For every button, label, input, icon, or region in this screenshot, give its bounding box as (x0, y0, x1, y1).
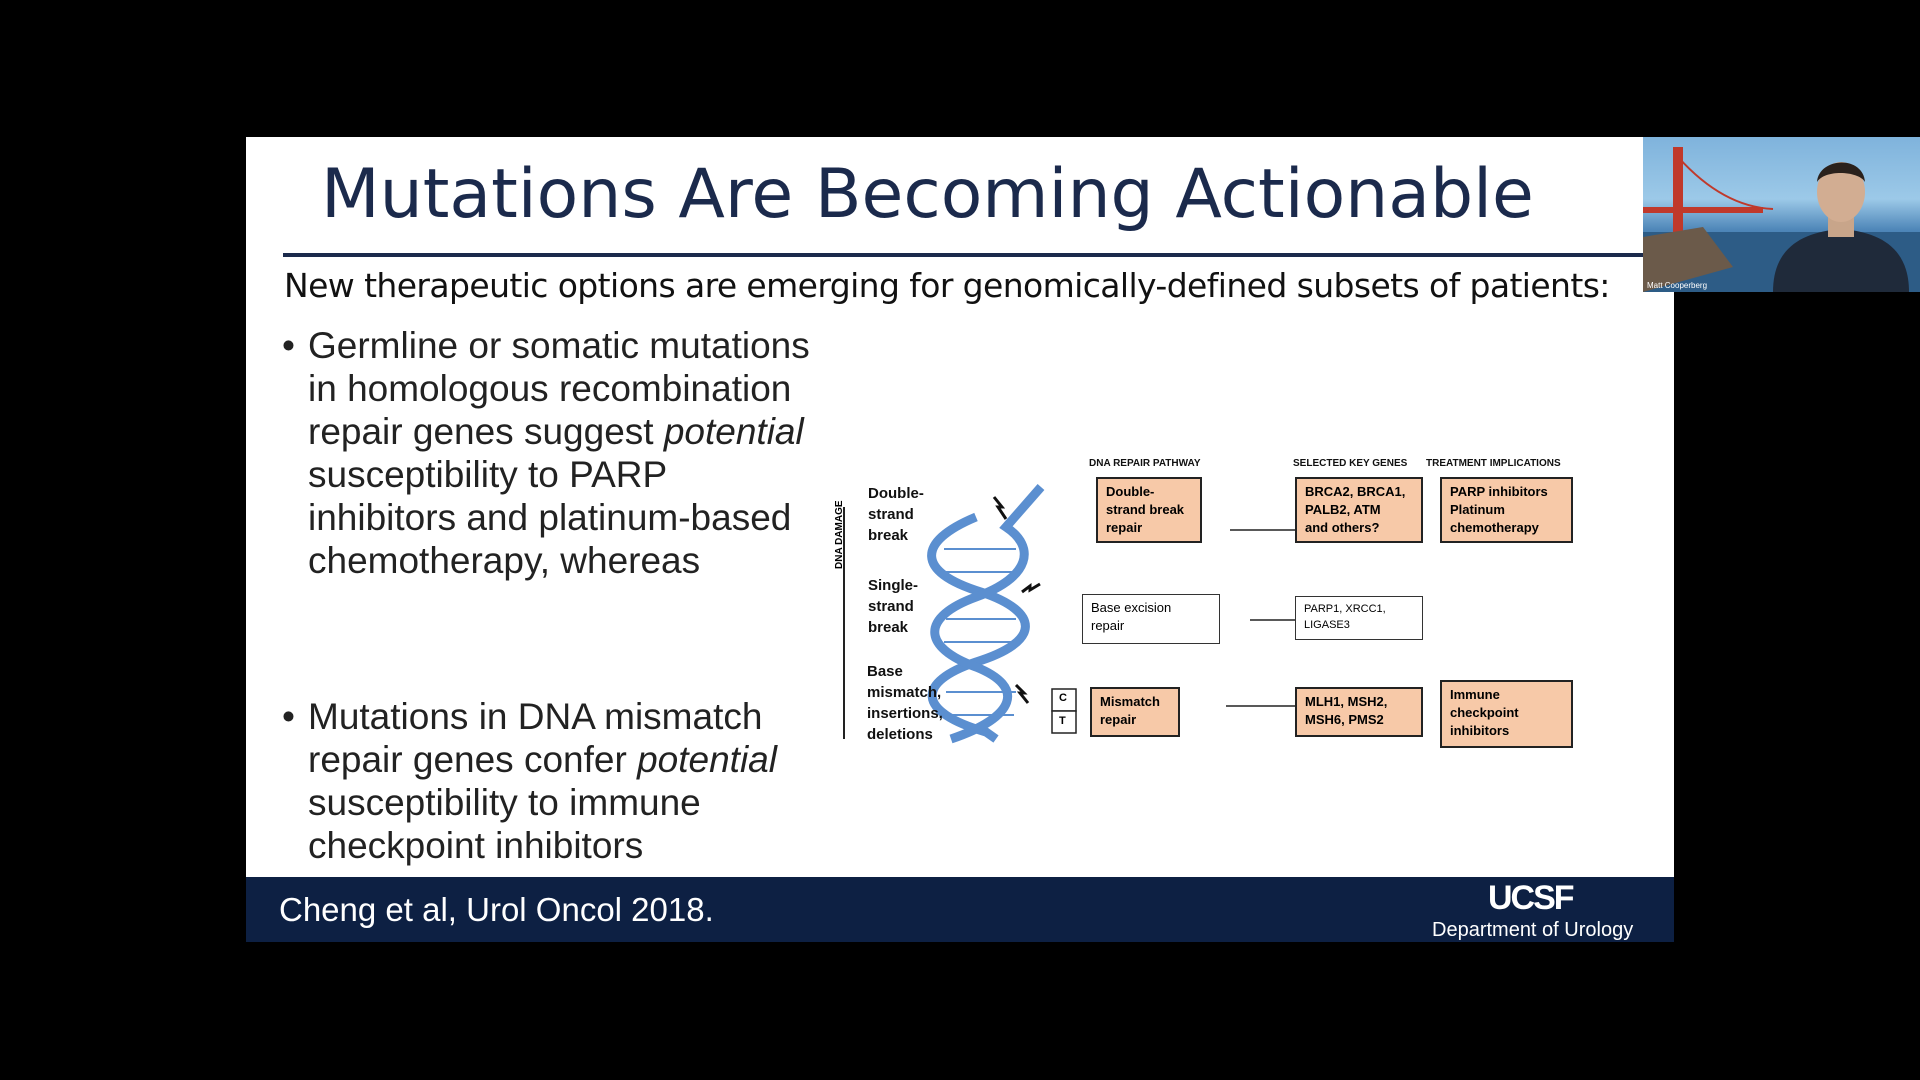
damage-base-mismatch: Base mismatch, insertions, deletions (867, 663, 943, 743)
bullet-text-1: Germline or somatic mutations in homolog… (308, 325, 810, 581)
pathway-mismatch: Mismatch repair (1090, 687, 1180, 737)
header-pathway: DNA REPAIR PATHWAY (1089, 458, 1201, 469)
base-c: C (1059, 692, 1067, 704)
slide: Mutations Are Becoming Actionable New th… (246, 137, 1674, 942)
break-mark-icon (992, 496, 1008, 520)
bullet-symbol: • (282, 696, 295, 737)
slide-footer (246, 877, 1674, 942)
treatment-immune: Immune checkpoint inhibitors (1440, 680, 1573, 748)
webcam-video (1643, 147, 1920, 292)
pathway-double-strand: Double- strand break repair (1096, 477, 1202, 543)
genes-single-strand: PARP1, XRCC1, LIGASE3 (1295, 596, 1423, 640)
slide-title: Mutations Are Becoming Actionable (321, 155, 1534, 234)
genes-double-strand: BRCA2, BRCA1, PALB2, ATM and others? (1295, 477, 1423, 543)
bullet-text-2: Mutations in DNA mismatch repair genes c… (308, 696, 777, 866)
webcam-thumbnail[interactable]: Matt Cooperberg (1643, 137, 1920, 292)
bullet-point-1: • Germline or somatic mutations in homol… (282, 324, 822, 582)
bullet-point-2: • Mutations in DNA mismatch repair genes… (282, 695, 842, 867)
helix-rungs (941, 548, 1018, 716)
break-mark-icon (1014, 683, 1030, 704)
department-label: Department of Urology (1432, 919, 1634, 941)
header-treatment: TREATMENT IMPLICATIONS (1426, 458, 1561, 469)
dna-helix (927, 484, 1045, 744)
bullet-symbol: • (282, 325, 295, 366)
damage-double-strand: Double- strand break (868, 485, 924, 544)
title-divider (283, 253, 1663, 257)
citation: Cheng et al, Urol Oncol 2018. (279, 891, 714, 928)
base-t: T (1059, 715, 1066, 727)
dna-repair-diagram: DNA DAMAGE DNA REPAIR PATHWAY SELECTED K… (826, 447, 1666, 748)
participant-name: Matt Cooperberg (1647, 281, 1708, 290)
genes-mismatch: MLH1, MSH2, MSH6, PMS2 (1295, 687, 1423, 737)
header-genes: SELECTED KEY GENES (1293, 458, 1408, 469)
break-mark-icon (1021, 582, 1041, 594)
slide-subtitle: New therapeutic options are emerging for… (284, 266, 1610, 305)
damage-single-strand: Single- strand break (868, 577, 919, 636)
treatment-parp: PARP inhibitors Platinum chemotherapy (1440, 477, 1573, 543)
ucsf-logo: UCSF (1488, 879, 1575, 917)
pathway-base-excision: Base excision repair (1082, 594, 1220, 644)
